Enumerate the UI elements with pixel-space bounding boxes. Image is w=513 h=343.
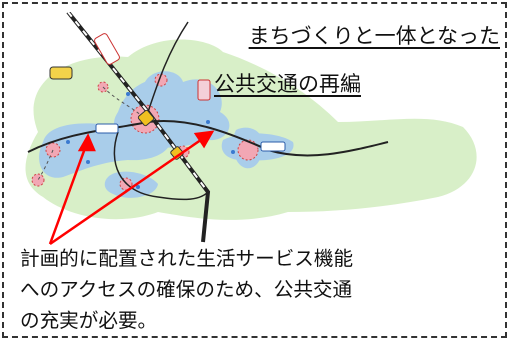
description-line-1: 計画的に配置された生活サービス機能 xyxy=(20,247,354,270)
town-transit-illustration xyxy=(25,12,477,246)
title-line-2: 公共交通の再編 xyxy=(214,72,361,96)
bus-icon-east xyxy=(260,141,286,152)
rail-line-dash xyxy=(67,12,209,193)
bus-route-south xyxy=(113,131,209,201)
bus-icon-west xyxy=(95,123,119,134)
flow-arrows xyxy=(66,92,235,189)
node-southwest xyxy=(31,173,45,187)
description-text: 計画的に配置された生活サービス機能 へのアクセスの確保のため、公共交通 の充実が… xyxy=(20,243,490,336)
red-arrow-right xyxy=(49,133,209,246)
title-box: まちづくりと一体となった 公共交通の再編 xyxy=(190,8,506,108)
red-arrow-left xyxy=(48,139,90,245)
bus-icon-north xyxy=(197,79,211,101)
station-icon-east xyxy=(170,146,184,160)
station-icon-center xyxy=(137,109,155,127)
walk-path-2 xyxy=(37,149,54,181)
description-line-3: の充実が必要。 xyxy=(20,309,158,332)
dashed-frame xyxy=(2,2,507,338)
train-icon xyxy=(94,33,120,65)
bus-route-main xyxy=(27,120,389,157)
car-icon xyxy=(49,66,73,80)
vehicle-icons xyxy=(49,33,286,160)
red-arrows xyxy=(48,130,215,246)
title-line-1: まちづくりと一体となった xyxy=(248,24,500,48)
node-east xyxy=(237,139,259,161)
description-line-2: へのアクセスの確保のため、公共交通 xyxy=(20,278,353,301)
bus-route-north xyxy=(147,21,189,113)
